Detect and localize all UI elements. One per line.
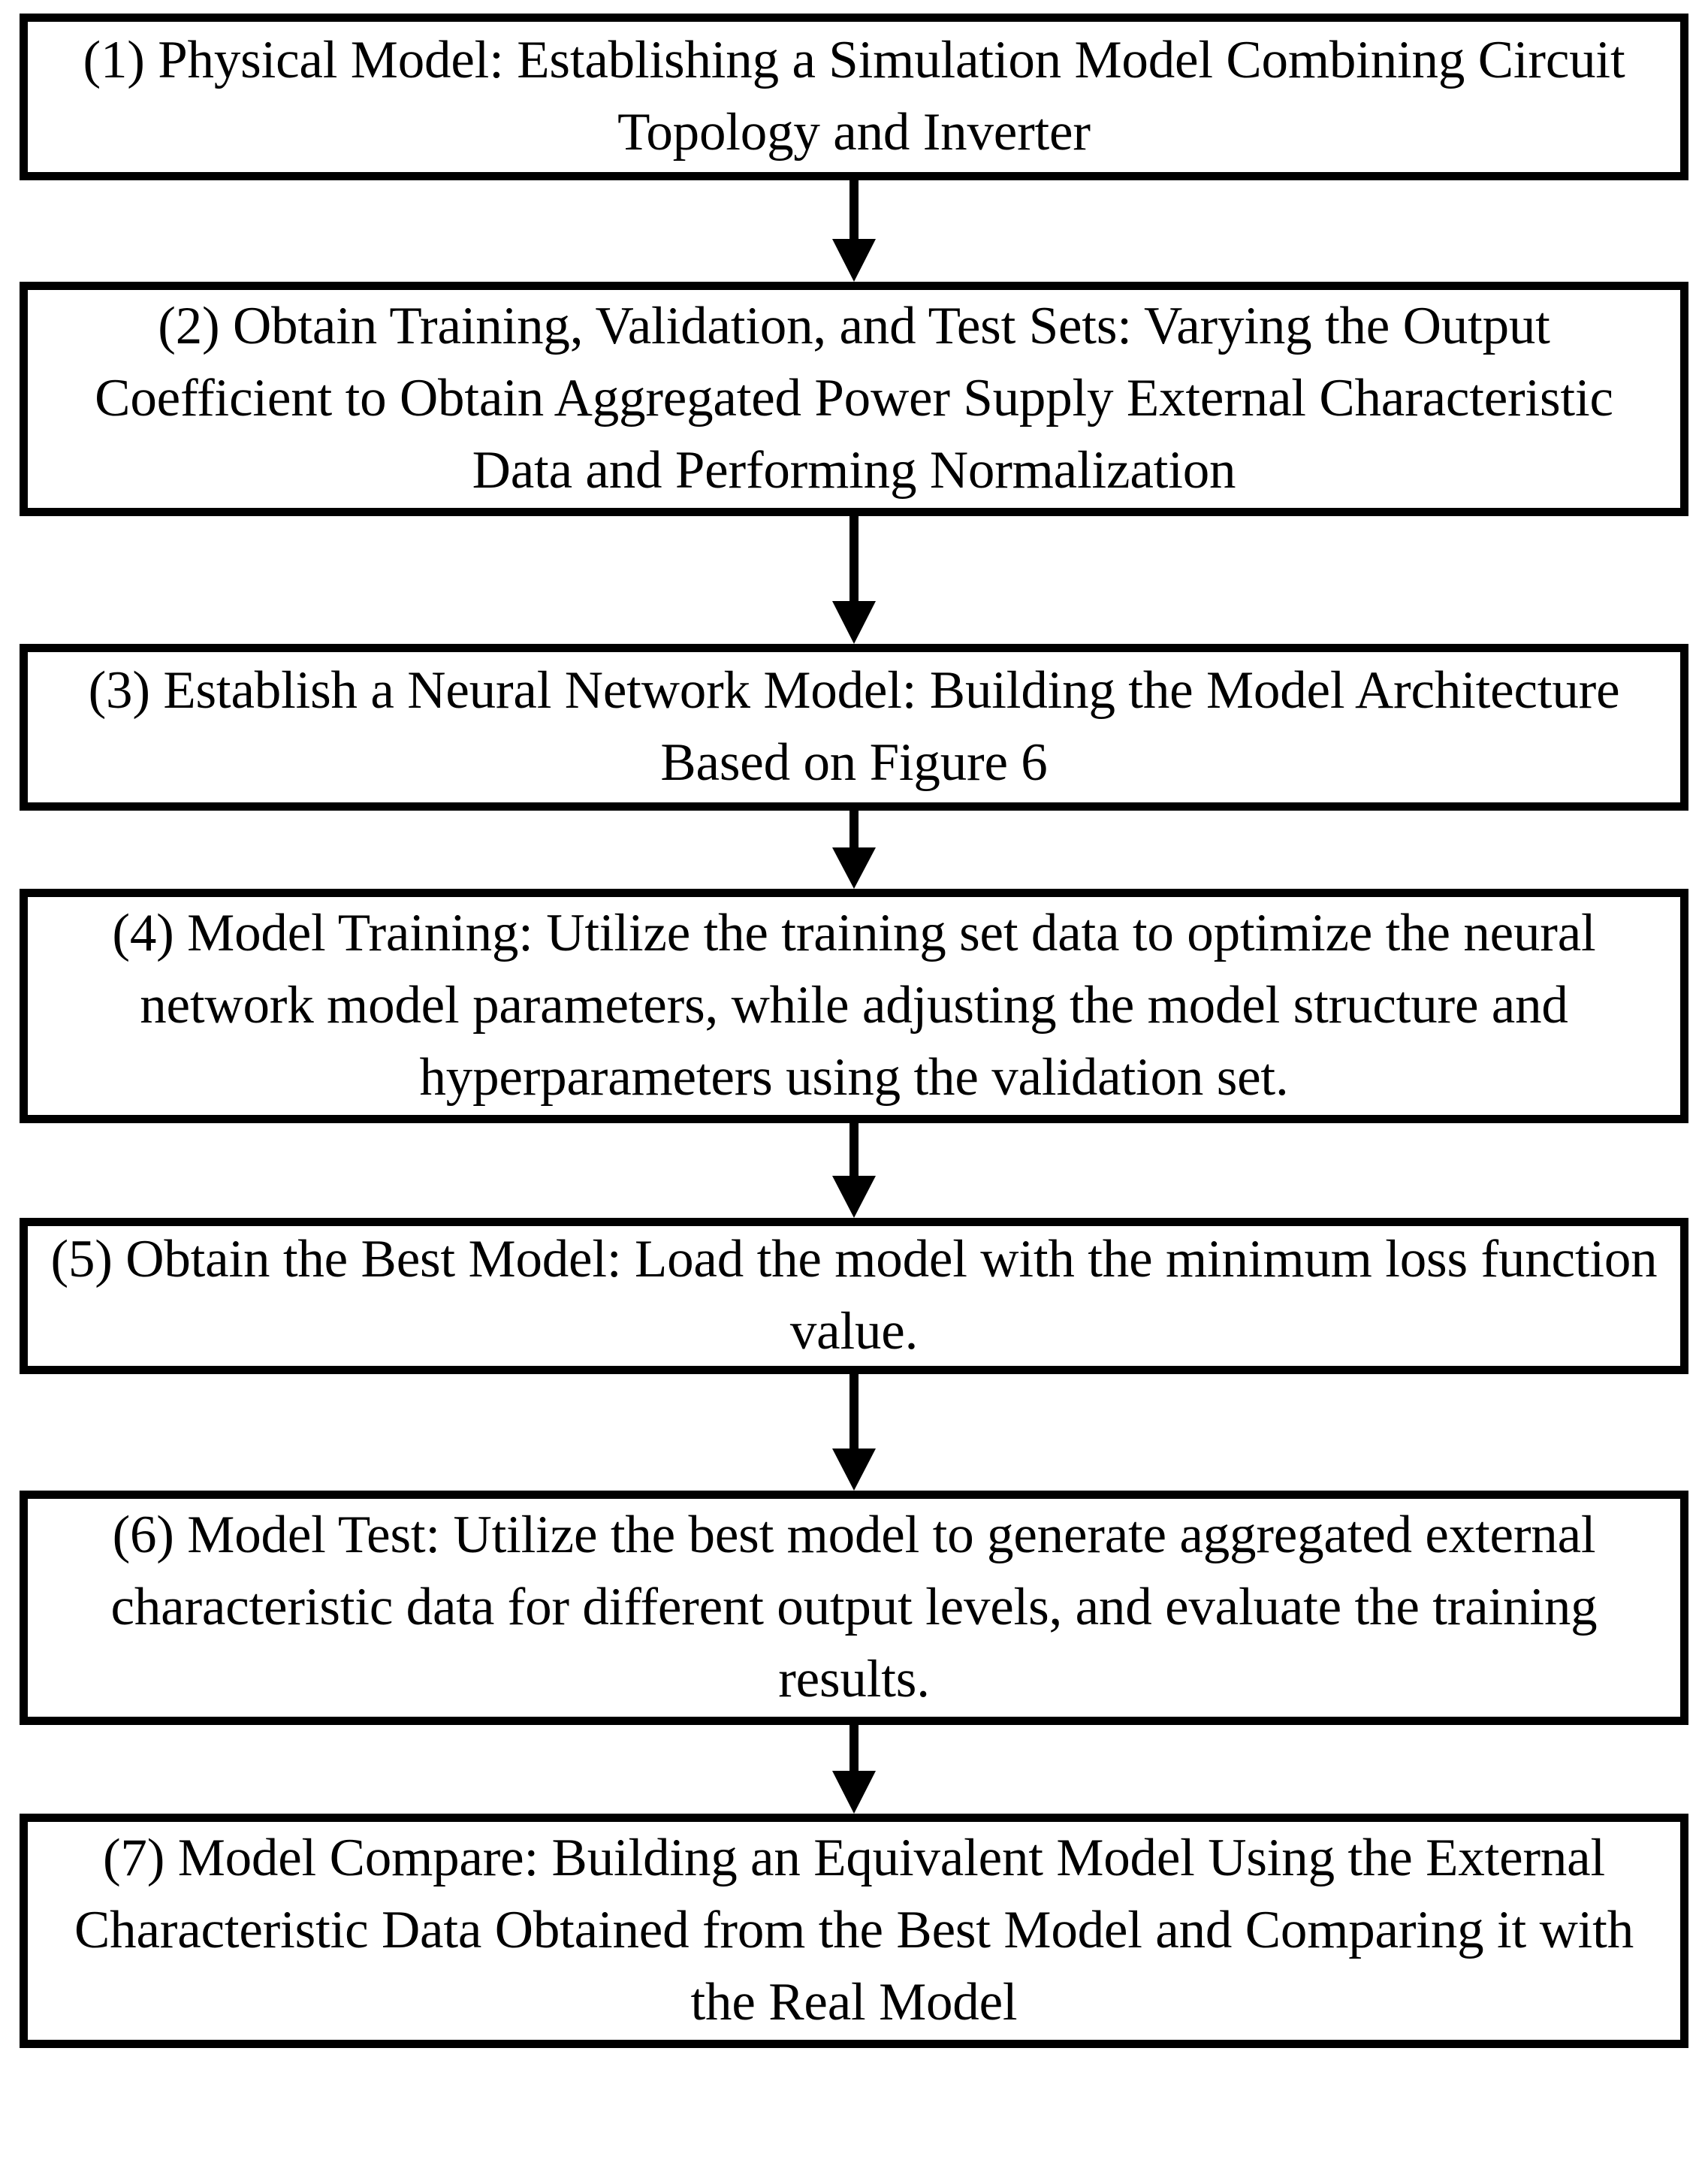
flowchart-node-label: (7) Model Compare: Building an Equivalen…	[74, 1829, 1634, 2032]
flowchart-arrow-6-7	[20, 1725, 1688, 1814]
flowchart-node-label: (1) Physical Model: Establishing a Simul…	[83, 31, 1625, 162]
flowchart-node-label: (2) Obtain Training, Validation, and Tes…	[95, 297, 1613, 500]
flowchart-node-label: (3) Establish a Neural Network Model: Bu…	[88, 661, 1620, 792]
flowchart-node-step-4[interactable]: (4) Model Training: Utilize the training…	[20, 889, 1688, 1123]
flowchart-node-label: (4) Model Training: Utilize the training…	[112, 904, 1596, 1107]
flowchart-node-step-6[interactable]: (6) Model Test: Utilize the best model t…	[20, 1491, 1688, 1725]
flowchart-node-label: (6) Model Test: Utilize the best model t…	[110, 1506, 1598, 1708]
flowchart-arrow-2-3	[20, 516, 1688, 644]
flowchart-node-step-5[interactable]: (5) Obtain the Best Model: Load the mode…	[20, 1218, 1688, 1374]
arrow-down-icon	[832, 1725, 876, 1814]
flowchart-node-step-2[interactable]: (2) Obtain Training, Validation, and Tes…	[20, 282, 1688, 516]
flowchart-node-label: (5) Obtain the Best Model: Load the mode…	[50, 1230, 1658, 1361]
arrow-down-icon	[832, 1374, 876, 1491]
flowchart-flow: (1) Physical Model: Establishing a Simul…	[20, 14, 1688, 2048]
arrow-down-icon	[832, 516, 876, 644]
flowchart-node-step-3[interactable]: (3) Establish a Neural Network Model: Bu…	[20, 644, 1688, 811]
flowchart-arrow-1-2	[20, 180, 1688, 282]
flowchart-arrow-4-5	[20, 1123, 1688, 1218]
flowchart-node-step-7[interactable]: (7) Model Compare: Building an Equivalen…	[20, 1814, 1688, 2048]
arrow-down-icon	[832, 180, 876, 282]
flowchart-arrow-5-6	[20, 1374, 1688, 1491]
arrow-down-icon	[832, 1123, 876, 1218]
flowchart-node-step-1[interactable]: (1) Physical Model: Establishing a Simul…	[20, 14, 1688, 180]
arrow-down-icon	[832, 811, 876, 889]
flowchart-arrow-3-4	[20, 811, 1688, 889]
